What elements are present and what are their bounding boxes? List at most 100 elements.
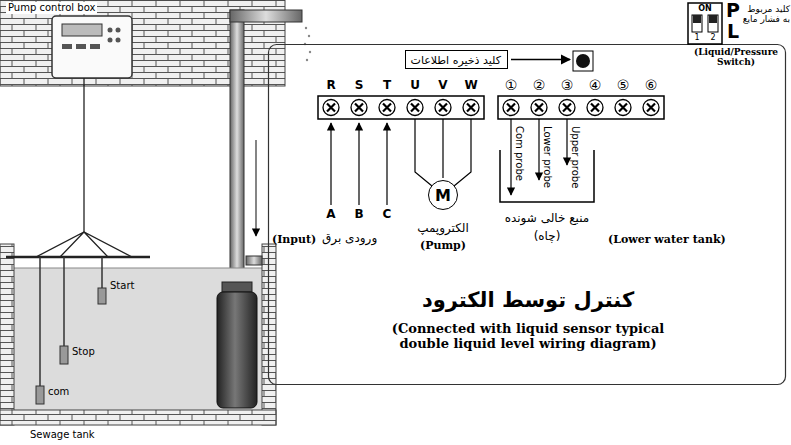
drawing-shape: [538, 119, 539, 180]
drawing-shape: [306, 59, 308, 61]
text-label: الکتروپمپ: [417, 222, 469, 236]
text-label: 2: [710, 33, 715, 42]
text-label: P: [726, 0, 740, 22]
terminal-screw: [507, 104, 515, 112]
drawing-shape: [693, 15, 701, 23]
info-key-box: کلید ذخیره اطلاعات: [405, 50, 508, 69]
control-display: [62, 24, 102, 36]
text-label: (Input): [272, 234, 316, 247]
drawing-shape: [309, 51, 311, 53]
terminal-label: U: [410, 79, 420, 93]
node-text: کلید ذخیره اطلاعات: [412, 54, 501, 67]
terminal-label: ②: [533, 77, 546, 93]
drawing-shape: [116, 28, 121, 33]
drawing-shape: [101, 257, 103, 288]
inlet-pipe: [246, 256, 262, 265]
control-box: [52, 16, 132, 78]
drawing-shape: [36, 232, 132, 257]
terminal-label: R: [326, 79, 335, 93]
terminal-screw: [643, 100, 659, 116]
terminal-label: ①: [505, 77, 518, 93]
drawing-shape: [305, 27, 307, 29]
drawing-shape: [108, 38, 113, 43]
terminal-label: T: [383, 79, 391, 93]
drawing-shape: [60, 346, 68, 364]
terminal-label: ④: [589, 77, 602, 93]
text-label: (Pump): [420, 240, 466, 253]
terminal-screw: [435, 100, 451, 116]
drawing-shape: [98, 288, 106, 304]
save-button: [576, 54, 590, 68]
terminal-screw: [327, 104, 335, 112]
terminal-screw: [379, 100, 395, 116]
discharge-pipe: [230, 10, 244, 288]
terminal-label: S: [355, 79, 364, 93]
motor-wires: [415, 119, 471, 186]
sewage-water: [14, 268, 262, 410]
terminal-label: ⑤: [617, 77, 630, 93]
drawing-shape: [386, 123, 387, 205]
terminal-screw: [383, 104, 391, 112]
terminal-screw: [559, 100, 575, 116]
drawing-shape: [454, 119, 471, 186]
terminal-screw: [619, 104, 627, 112]
terminal-label: W: [464, 79, 477, 93]
terminal-screw: [407, 100, 423, 116]
text-label: com: [48, 386, 69, 398]
tank-floor: [0, 410, 276, 425]
drawing-shape: [566, 119, 567, 165]
drawing-shape: [708, 15, 718, 32]
terminal-screw: [463, 100, 479, 116]
drawing-shape: [692, 15, 702, 32]
dip-switch: [688, 3, 722, 44]
control-buttons: [62, 28, 121, 50]
text-label: Stop: [72, 346, 95, 358]
discharge-pipe: [230, 10, 302, 22]
dip-slider: [692, 15, 718, 32]
drawing-shape: [330, 123, 331, 205]
drawing-shape: [709, 15, 717, 23]
text-label: Sewage tank: [30, 429, 95, 441]
drawing-shape: [510, 119, 511, 195]
leader-arrow: [511, 59, 570, 61]
terminal-screw: [355, 104, 363, 112]
text-label: ورودی برق: [322, 232, 377, 246]
text-label: L: [727, 21, 739, 43]
panel-border: [269, 45, 786, 385]
submersible-pump: [217, 292, 257, 408]
text-label: Pump control box: [6, 2, 97, 14]
terminal-label: ⑥: [645, 77, 658, 93]
terminal-label: ③: [561, 77, 574, 93]
text-label: C: [383, 208, 392, 222]
drawing-shape: [83, 78, 84, 232]
text-label: B: [354, 208, 363, 222]
probe-label: Upper probe: [570, 126, 582, 188]
text-label: (Lower water tank): [608, 234, 726, 247]
electrode-hanger: [6, 78, 150, 257]
drawing-shape: [6, 256, 150, 259]
text-label: (Liquid/Pressure Switch): [688, 47, 784, 68]
pump-valve: [222, 282, 252, 292]
drawing-shape: [116, 38, 121, 43]
text-label: A: [326, 208, 335, 222]
drawing-shape: [442, 119, 443, 178]
drawing-shape: [415, 119, 432, 186]
drawing-shape: [308, 35, 310, 37]
drawing-shape: [62, 44, 72, 49]
motor-circle: M: [428, 180, 458, 210]
probe-label: Lower probe: [542, 126, 554, 188]
diagram-title: کنترل توسط الکترود: [422, 288, 634, 312]
drawing-shape: [63, 257, 65, 346]
inflow-arrow: [255, 140, 256, 236]
terminal-screw: [503, 100, 519, 116]
terminal-screw: [591, 104, 599, 112]
diagram-caption: (Connected with liquid sensor typical do…: [388, 322, 668, 352]
text-label: کلید مربوط به فشار مایع: [742, 4, 790, 25]
drawing-shape: [76, 44, 86, 49]
terminal-screw: [467, 104, 475, 112]
electrode-probes: [40, 257, 102, 386]
drawing-shape: [90, 44, 100, 49]
terminal-screw: [351, 100, 367, 116]
node-text: M: [435, 186, 451, 205]
terminal-screw: [323, 100, 339, 116]
